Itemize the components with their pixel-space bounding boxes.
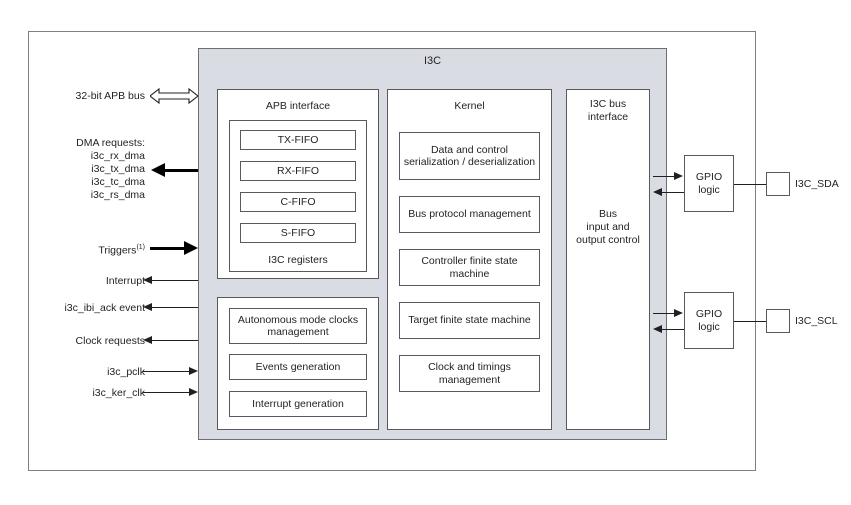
line-clock-requests <box>152 340 198 341</box>
line-i3c-ker-clk <box>143 392 189 393</box>
gpio-logic-scl-line2: logic <box>698 320 720 333</box>
pad-scl <box>766 309 790 333</box>
interrupt-generation-block: Interrupt generation <box>229 391 367 417</box>
arrowhead-interrupt <box>143 276 152 284</box>
line-gpio-to-bus-scl <box>662 329 684 330</box>
arrowhead-i3c-ker-clk <box>189 388 198 396</box>
pad-label-scl: I3C_SCL <box>795 315 838 327</box>
controller-fsm-block: Controller finite state machine <box>399 249 540 286</box>
line-dma-requests <box>165 169 198 172</box>
apb-interface-title: APB interface <box>265 100 331 112</box>
arrowhead-gpio-to-bus-sda <box>653 188 662 196</box>
c-fifo-block: C-FIFO <box>240 192 356 212</box>
kernel-title: Kernel <box>454 100 485 112</box>
label-dma-requests-title: DMA requests: <box>76 137 145 149</box>
line-triggers <box>150 247 184 250</box>
arrowhead-gpio-to-bus-scl <box>653 325 662 333</box>
gpio-logic-scl: GPIO logic <box>684 292 734 349</box>
connector-gpio-pad-scl <box>734 321 766 322</box>
label-i3c-rs-dma: i3c_rs_dma <box>90 189 145 201</box>
gpio-logic-sda: GPIO logic <box>684 155 734 212</box>
i3c-registers-label: I3C registers <box>268 254 328 266</box>
label-interrupt: Interrupt <box>105 275 145 287</box>
line-i3c-pclk <box>143 371 189 372</box>
arrowhead-bus-to-gpio-scl <box>674 309 683 317</box>
arrowhead-i3c-pclk <box>189 367 198 375</box>
line-bus-to-gpio-scl <box>653 313 675 314</box>
arrowhead-dma-requests <box>151 163 165 177</box>
label-i3c-ker-clk: i3c_ker_clk <box>92 387 145 399</box>
label-i3c-tc-dma: i3c_tc_dma <box>91 176 145 188</box>
bus-control-line3: output control <box>576 234 640 246</box>
rx-fifo-block: RX-FIFO <box>240 161 356 181</box>
line-bus-to-gpio-sda <box>653 176 675 177</box>
label-i3c-ibi-ack-event: i3c_ibi_ack event <box>64 302 145 314</box>
label-triggers-text: Triggers <box>98 244 137 257</box>
s-fifo-block: S-FIFO <box>240 223 356 243</box>
pad-label-sda: I3C_SDA <box>795 178 839 190</box>
line-interrupt <box>152 280 198 281</box>
gpio-logic-scl-line1: GPIO <box>695 308 723 320</box>
events-generation-block: Events generation <box>229 354 367 380</box>
bus-control-line2: input and <box>586 221 630 233</box>
line-gpio-to-bus-sda <box>662 192 684 193</box>
label-apb-bus: 32-bit APB bus <box>75 90 145 102</box>
autonomous-mode-clocks-management-block: Autonomous mode clocks management <box>229 308 367 344</box>
i3c-block-title: I3C <box>423 55 442 67</box>
tx-fifo-block: TX-FIFO <box>240 130 356 150</box>
arrowhead-bus-to-gpio-sda <box>674 172 683 180</box>
arrowhead-ibi-ack-event <box>143 303 152 311</box>
label-i3c-tx-dma: i3c_tx_dma <box>91 163 145 175</box>
arrowhead-clock-requests <box>143 336 152 344</box>
label-triggers: Triggers(1) <box>0 242 145 257</box>
connector-gpio-pad-sda <box>734 184 766 185</box>
data-control-serialization-block: Data and control serialization / deseria… <box>399 132 540 180</box>
apb-bus-bidirectional-arrow <box>150 87 198 105</box>
clock-timings-management-block: Clock and timings management <box>399 355 540 392</box>
i3c-bus-interface-column <box>566 89 650 430</box>
label-triggers-superscript: (1) <box>136 244 145 251</box>
bus-control-line1: Bus <box>598 208 618 220</box>
label-i3c-pclk: i3c_pclk <box>107 366 145 378</box>
target-fsm-block: Target finite state machine <box>399 302 540 339</box>
gpio-logic-sda-line1: GPIO <box>695 171 723 183</box>
pad-sda <box>766 172 790 196</box>
i3c-bus-interface-title-line1: I3C bus <box>589 98 627 110</box>
bus-protocol-management-block: Bus protocol management <box>399 196 540 233</box>
arrowhead-triggers <box>184 241 198 255</box>
i3c-bus-interface-title-line2: interface <box>587 111 629 123</box>
label-clock-requests: Clock requests <box>75 335 145 347</box>
gpio-logic-sda-line2: logic <box>698 183 720 196</box>
label-i3c-rx-dma: i3c_rx_dma <box>90 150 145 162</box>
line-ibi-ack-event <box>152 307 198 308</box>
